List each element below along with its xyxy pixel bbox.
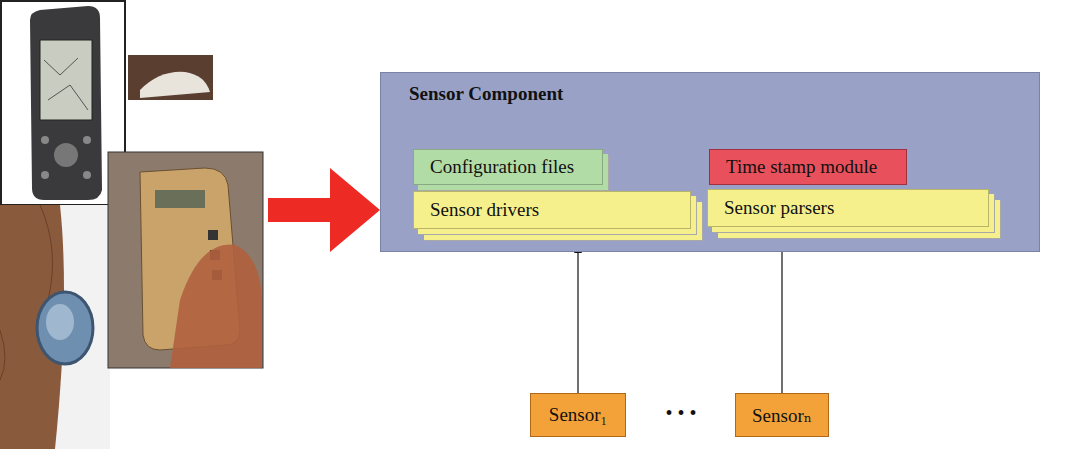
gps-map [44, 58, 88, 110]
sensor-box: Sensorₙ [735, 393, 829, 437]
gps-device [30, 6, 102, 200]
box-label: Sensor drivers [430, 199, 539, 221]
gps-screen [40, 40, 92, 120]
flow-arrow [268, 168, 380, 252]
parser-box: Sensor parsers [707, 189, 989, 227]
config-box: Configuration files [413, 149, 603, 185]
hand-card [140, 72, 210, 98]
hand [170, 245, 262, 368]
photo-arm [0, 205, 110, 449]
photo-small [128, 55, 213, 100]
timestamp-box: Time stamp module [709, 149, 907, 185]
gps-pad [54, 143, 78, 167]
box-label: Time stamp module [726, 156, 877, 178]
sensor-box: Sensor₁ [530, 393, 626, 437]
component-panel: Sensor ComponentConfiguration files Time … [380, 72, 1040, 252]
photo-device [108, 152, 263, 368]
panel-title: Sensor Component [409, 83, 1011, 105]
ellipsis-label: • • • [665, 402, 696, 425]
box-label: Sensor₁ [549, 404, 607, 426]
data-arrow [781, 242, 782, 393]
data-arrow [577, 244, 578, 393]
armband-sensor [37, 292, 93, 364]
box-label: Configuration files [430, 156, 574, 178]
driver-box: Sensor drivers [413, 191, 691, 229]
photo-frame [1, 1, 125, 205]
box-label: Sensor parsers [724, 197, 834, 219]
box-label: Sensorₙ [752, 404, 812, 427]
